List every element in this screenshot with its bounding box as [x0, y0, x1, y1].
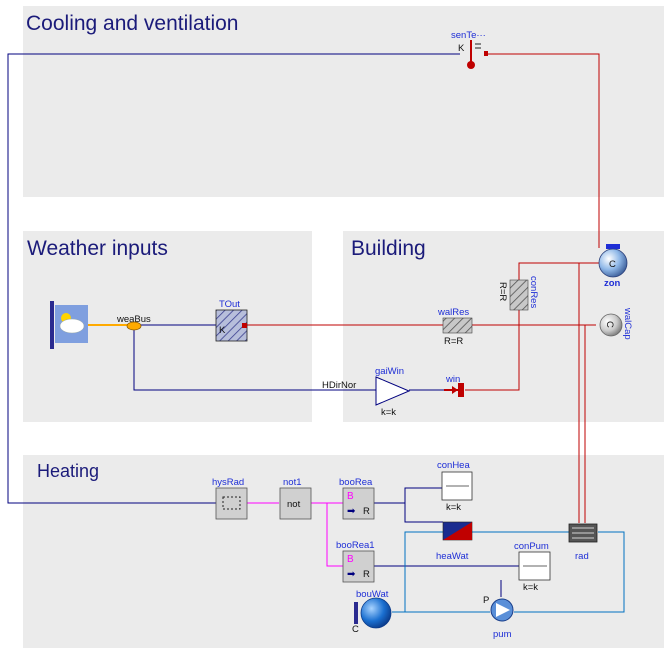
- TOut-label: TOut: [219, 299, 240, 310]
- wall-resistor-walRes[interactable]: walRes R=R: [437, 307, 473, 347]
- heater-heaWat[interactable]: heaWat: [436, 521, 473, 562]
- convection-resistor-conRes[interactable]: conRes R=R: [497, 276, 539, 311]
- boundary-bouWat[interactable]: bouWat C: [352, 589, 392, 635]
- wire-senTem-zon: [485, 53, 600, 248]
- zon-glyph: C: [609, 259, 616, 270]
- boolean-to-real-booRea1[interactable]: booRea1 B ➡ R: [336, 540, 375, 583]
- hysteresis-hysRad[interactable]: hysRad: [212, 477, 248, 520]
- conRes-label: conRes: [528, 276, 539, 308]
- region-title-heating: Heating: [37, 461, 99, 481]
- walRes-param: R=R: [444, 336, 463, 347]
- booRea1-out: R: [363, 569, 370, 580]
- bouWat-glyph: C: [352, 624, 359, 635]
- temperature-sensor-senTem[interactable]: senTe··· K: [451, 30, 488, 69]
- weaBus-label: weaBus: [116, 314, 151, 325]
- region-cooling: Cooling and ventilation: [23, 6, 664, 197]
- rad-label: rad: [575, 551, 589, 562]
- booRea1-in: B: [347, 554, 354, 565]
- win-label: win: [445, 374, 460, 385]
- zon-label: zon: [604, 278, 621, 289]
- walCap-label: walCap: [622, 307, 633, 340]
- zone-capacitor-zon[interactable]: C zon: [598, 244, 628, 289]
- constant-conHea[interactable]: conHea k=k: [437, 460, 473, 513]
- bouWat-label: bouWat: [356, 589, 389, 600]
- region-title-building: Building: [351, 237, 426, 260]
- wire-senTem-hysRad: [7, 53, 460, 504]
- senTem-port-label: K: [458, 43, 465, 54]
- not-gate-not1[interactable]: not1 not: [279, 477, 312, 520]
- radiator-rad[interactable]: rad: [568, 523, 598, 562]
- constant-conPum[interactable]: conPum k=k: [514, 541, 551, 593]
- region-title-cooling: Cooling and ventilation: [26, 12, 238, 35]
- wire-HDirNor: [133, 330, 376, 391]
- heaWat-label: heaWat: [436, 551, 469, 562]
- svg-text:➡: ➡: [347, 506, 356, 517]
- TOut-port-label: K: [219, 325, 226, 336]
- booRea-label: booRea: [339, 477, 373, 488]
- wire-conHea-heaWat: [404, 503, 443, 523]
- conPum-param: k=k: [523, 582, 538, 593]
- senTem-label: senTe···: [451, 30, 486, 41]
- pump-pum[interactable]: P pum: [483, 595, 514, 640]
- not1-text: not: [287, 499, 301, 510]
- booRea-out: R: [363, 506, 370, 517]
- hysRad-label: hysRad: [212, 477, 244, 488]
- gaiWin-label: gaiWin: [375, 366, 404, 377]
- wire-conRes-zon: [518, 262, 600, 279]
- walCap-glyph: C: [604, 321, 615, 328]
- wire-win-conRes: [465, 310, 520, 391]
- HDirNor-label: HDirNor: [322, 380, 356, 391]
- wire-not1-booRea1: [326, 503, 343, 567]
- connections: [7, 53, 625, 613]
- weather-reader[interactable]: w···: [50, 301, 88, 349]
- pum-label: pum: [493, 629, 512, 640]
- weather-bus-node[interactable]: weaBus: [116, 314, 151, 331]
- not1-label: not1: [283, 477, 302, 488]
- conHea-param: k=k: [446, 502, 461, 513]
- window-gain-gaiWin[interactable]: gaiWin k=k: [375, 366, 411, 418]
- wall-capacitor-walCap[interactable]: C walCap: [599, 307, 633, 340]
- pum-glyph: P: [483, 595, 489, 606]
- booRea1-label: booRea1: [336, 540, 375, 551]
- boolean-to-real-booRea[interactable]: booRea B ➡ R: [339, 477, 375, 520]
- wire-booRea-conHea: [374, 487, 442, 504]
- window-heat-flow-win[interactable]: win: [444, 374, 464, 397]
- wire-rad-return: [514, 531, 625, 613]
- conHea-label: conHea: [437, 460, 470, 471]
- gaiWin-param: k=k: [381, 407, 396, 418]
- conPum-label: conPum: [514, 541, 549, 552]
- region-title-weather: Weather inputs: [27, 237, 168, 260]
- booRea-in: B: [347, 491, 354, 502]
- conRes-param: R=R: [497, 282, 508, 301]
- walRes-label: walRes: [437, 307, 469, 318]
- outdoor-temperature-TOut[interactable]: TOut K: [215, 299, 248, 342]
- svg-text:➡: ➡: [347, 569, 356, 580]
